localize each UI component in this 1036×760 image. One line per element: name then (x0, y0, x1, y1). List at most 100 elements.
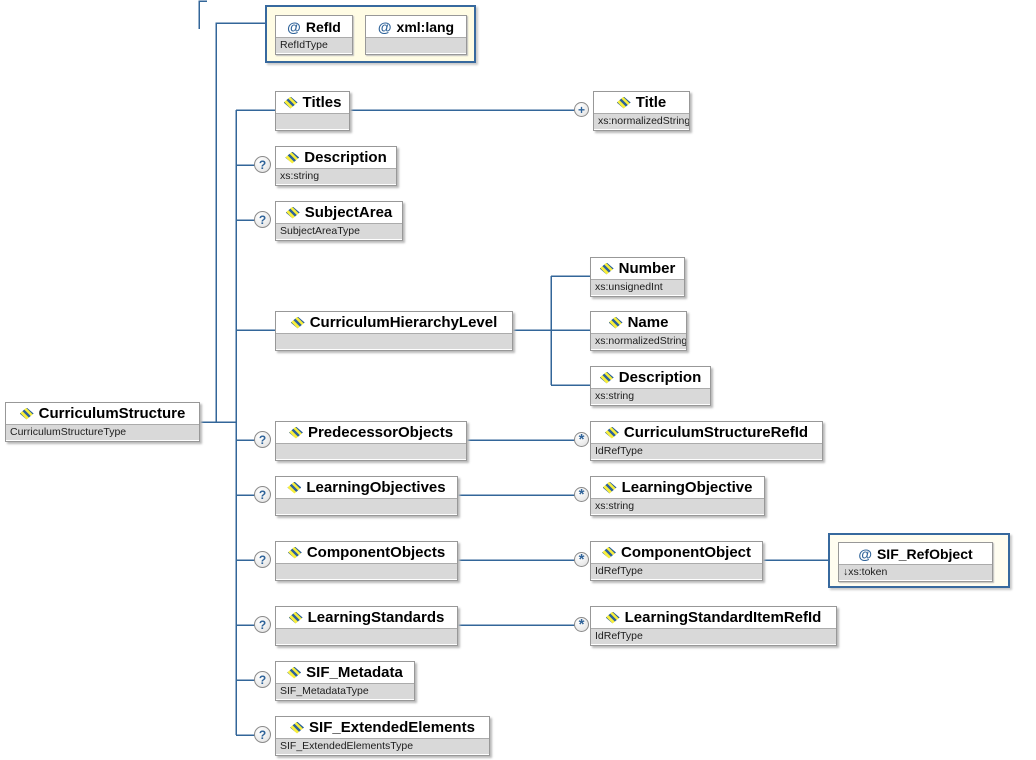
element-box-learningobjective[interactable]: LearningObjective xs:string (590, 476, 765, 516)
element-label: SubjectArea (304, 204, 393, 221)
element-type: SIF_MetadataType (276, 683, 414, 699)
element-icon (602, 546, 616, 559)
element-box-titles[interactable]: Titles (275, 91, 350, 131)
element-type: xs:string (591, 388, 710, 404)
element-label: LearningObjective (621, 479, 753, 496)
attribute-type: RefIdType (276, 37, 352, 53)
element-label: LearningStandardItemRefId (624, 609, 822, 626)
element-icon (290, 721, 305, 734)
optional-badge: ? (254, 616, 271, 633)
element-icon (287, 666, 302, 679)
element-box-description[interactable]: Description xs:string (275, 146, 397, 186)
element-icon (599, 371, 614, 384)
element-box-learningstandarditemrefid[interactable]: LearningStandardItemRefId IdRefType (590, 606, 837, 646)
element-box-predecessorobjects[interactable]: PredecessorObjects (275, 421, 467, 461)
attribute-icon: @ (858, 545, 872, 562)
element-icon (608, 316, 623, 329)
optional-badge: ? (254, 671, 271, 688)
element-box-componentobjects[interactable]: ComponentObjects (275, 541, 458, 581)
attribute-type (366, 37, 466, 53)
attribute-box-xmllang[interactable]: @xml:lang (365, 15, 467, 55)
optional-badge: ? (254, 486, 271, 503)
element-label: CurriculumStructure (38, 405, 186, 422)
element-box-learningstandards[interactable]: LearningStandards (275, 606, 458, 646)
element-icon (288, 611, 303, 624)
optional-badge: ? (254, 156, 271, 173)
attribute-group-container-sifrefobject: @SIF_RefObject ↓xs:token (828, 533, 1010, 588)
attribute-box-sifrefobject[interactable]: @SIF_RefObject ↓xs:token (838, 542, 993, 582)
element-label: PredecessorObjects (307, 424, 454, 441)
connector (198, 0, 207, 29)
element-type: IdRefType (591, 443, 822, 459)
element-icon (287, 546, 302, 559)
element-icon (599, 262, 614, 275)
element-icon (604, 426, 619, 439)
element-label: CurriculumHierarchyLevel (309, 314, 498, 331)
optional-badge: ? (254, 431, 271, 448)
element-type: IdRefType (591, 563, 762, 579)
element-type: xs:string (591, 498, 764, 514)
element-icon (283, 96, 298, 109)
optional-badge: ? (254, 726, 271, 743)
zero-or-more-badge: * (574, 431, 589, 448)
element-type: SIF_ExtendedElementsType (276, 738, 489, 754)
element-type (276, 113, 349, 129)
element-label: Title (635, 94, 667, 111)
element-type: xs:string (276, 168, 396, 184)
element-box-sif-metadata[interactable]: SIF_Metadata SIF_MetadataType (275, 661, 415, 701)
element-label: Description (618, 369, 702, 386)
attribute-label: RefId (305, 18, 341, 35)
one-or-more-badge: + (574, 102, 589, 117)
element-box-curriculumstructure[interactable]: CurriculumStructure CurriculumStructureT… (5, 402, 200, 442)
connector (215, 22, 265, 422)
element-type: xs:normalizedString (591, 333, 686, 349)
element-type: SubjectAreaType (276, 223, 402, 239)
element-label: Number (618, 260, 676, 277)
element-type: xs:normalizedString (594, 113, 689, 129)
element-label: SIF_ExtendedElements (309, 719, 475, 736)
element-label: Name (627, 314, 669, 331)
attribute-group-container: @RefId RefIdType @xml:lang (265, 5, 476, 63)
element-box-sif-extendedelements[interactable]: SIF_ExtendedElements SIF_ExtendedElement… (275, 716, 490, 756)
element-box-name[interactable]: Name xs:normalizedString (590, 311, 687, 351)
zero-or-more-badge: * (574, 616, 589, 633)
attribute-label: xml:lang (396, 18, 455, 35)
optional-badge: ? (254, 551, 271, 568)
element-box-subjectarea[interactable]: SubjectArea SubjectAreaType (275, 201, 403, 241)
element-box-description-2[interactable]: Description xs:string (590, 366, 711, 406)
attribute-icon: @ (377, 18, 392, 35)
element-box-title[interactable]: Title xs:normalizedString (593, 91, 690, 131)
element-label: LearningObjectives (306, 479, 446, 496)
element-box-number[interactable]: Number xs:unsignedInt (590, 257, 685, 297)
element-icon (285, 206, 300, 219)
element-label: Titles (302, 94, 342, 111)
element-type: xs:unsignedInt (591, 279, 684, 295)
element-label: Description (304, 149, 387, 166)
element-icon (19, 407, 34, 420)
element-label: ComponentObject (621, 544, 751, 561)
attribute-box-refid[interactable]: @RefId RefIdType (275, 15, 353, 55)
element-type (276, 443, 466, 459)
attribute-icon: @ (287, 18, 301, 35)
element-icon (287, 481, 302, 494)
element-label: ComponentObjects (306, 544, 446, 561)
element-label: SIF_Metadata (306, 664, 403, 681)
element-type: IdRefType (591, 628, 836, 644)
attribute-label: SIF_RefObject (876, 545, 973, 562)
element-icon (288, 426, 303, 439)
element-type (276, 628, 457, 644)
element-label: LearningStandards (307, 609, 445, 626)
element-icon (616, 96, 631, 109)
element-type (276, 333, 512, 349)
element-box-learningobjectives[interactable]: LearningObjectives (275, 476, 458, 516)
zero-or-more-badge: * (574, 486, 589, 503)
element-box-curriculumstructurerefid[interactable]: CurriculumStructureRefId IdRefType (590, 421, 823, 461)
optional-badge: ? (254, 211, 271, 228)
attribute-type: ↓xs:token (839, 564, 992, 580)
element-label: CurriculumStructureRefId (623, 424, 809, 441)
element-icon (602, 481, 617, 494)
element-box-curriculumhierarchylevel[interactable]: CurriculumHierarchyLevel (275, 311, 513, 351)
element-box-componentobject[interactable]: ComponentObject IdRefType (590, 541, 763, 581)
